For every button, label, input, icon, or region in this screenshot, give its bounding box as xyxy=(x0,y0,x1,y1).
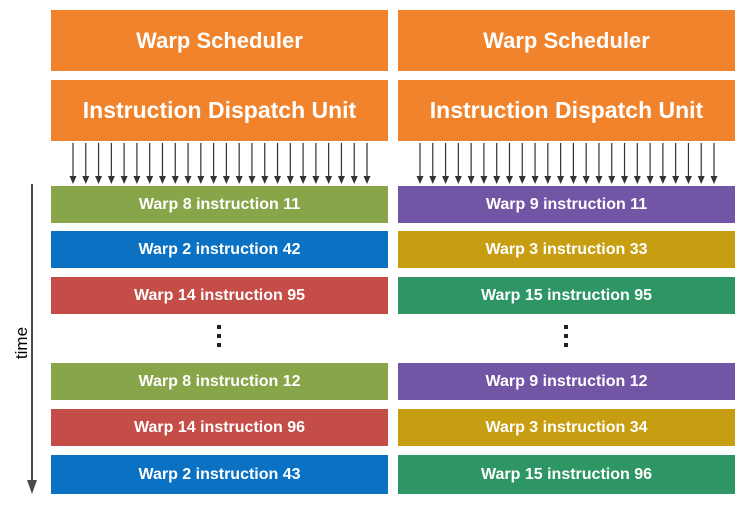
dispatch-arrow xyxy=(210,143,218,184)
dispatch-arrow xyxy=(480,143,488,184)
instruction-left-3: Warp 14 instruction 95 xyxy=(51,277,388,314)
dispatch-arrow xyxy=(120,143,128,184)
dispatch-arrow xyxy=(363,143,371,184)
time-axis-arrow xyxy=(27,184,37,494)
dispatch-arrow xyxy=(467,143,475,184)
dispatch-arrow xyxy=(518,143,526,184)
instruction-left-1: Warp 8 instruction 11 xyxy=(51,186,388,223)
dispatch-arrow xyxy=(442,143,450,184)
dispatch-arrows-right xyxy=(416,143,718,184)
warp-scheduler-right: Warp Scheduler xyxy=(398,10,735,71)
dispatch-arrow xyxy=(697,143,705,184)
instruction-left-4: Warp 8 instruction 12 xyxy=(51,363,388,400)
instruction-right-1: Warp 9 instruction 11 xyxy=(398,186,735,223)
dispatch-arrow xyxy=(416,143,424,184)
dispatch-arrow xyxy=(184,143,192,184)
warp-scheduler-left: Warp Scheduler xyxy=(51,10,388,71)
dispatch-arrow xyxy=(197,143,205,184)
dispatch-arrow xyxy=(557,143,565,184)
dispatch-arrow xyxy=(595,143,603,184)
dispatch-arrow xyxy=(107,143,115,184)
time-axis-label: time xyxy=(12,326,31,360)
dispatch-arrow xyxy=(274,143,282,184)
instruction-right-5: Warp 3 instruction 34 xyxy=(398,409,735,446)
dispatch-arrow xyxy=(133,143,141,184)
dispatch-arrow xyxy=(337,143,345,184)
instruction-dispatch-unit-right: Instruction Dispatch Unit xyxy=(398,80,735,141)
dispatch-arrows-left xyxy=(69,143,371,184)
instruction-right-3: Warp 15 instruction 95 xyxy=(398,277,735,314)
dispatch-arrow xyxy=(82,143,90,184)
dispatch-arrow xyxy=(171,143,179,184)
dispatch-arrow xyxy=(146,143,154,184)
dispatch-arrow xyxy=(248,143,256,184)
vertical-ellipsis-right xyxy=(561,325,571,352)
dispatch-arrow xyxy=(684,143,692,184)
dispatch-arrow xyxy=(633,143,641,184)
dispatch-arrow xyxy=(582,143,590,184)
instruction-right-2: Warp 3 instruction 33 xyxy=(398,231,735,268)
dispatch-arrow xyxy=(429,143,437,184)
dispatch-arrow xyxy=(235,143,243,184)
dispatch-arrow xyxy=(531,143,539,184)
dispatch-arrow xyxy=(544,143,552,184)
dispatch-arrow xyxy=(69,143,77,184)
dispatch-arrow xyxy=(621,143,629,184)
dispatch-arrow xyxy=(95,143,103,184)
instruction-left-6: Warp 2 instruction 43 xyxy=(51,455,388,494)
dispatch-arrow xyxy=(312,143,320,184)
dispatch-arrow xyxy=(505,143,513,184)
dispatch-arrow xyxy=(710,143,718,184)
dispatch-arrow xyxy=(261,143,269,184)
instruction-left-5: Warp 14 instruction 96 xyxy=(51,409,388,446)
vertical-ellipsis-left xyxy=(214,325,224,352)
dispatch-arrow xyxy=(646,143,654,184)
instruction-left-2: Warp 2 instruction 42 xyxy=(51,231,388,268)
dispatch-arrow xyxy=(608,143,616,184)
instruction-right-4: Warp 9 instruction 12 xyxy=(398,363,735,400)
dispatch-arrow xyxy=(493,143,501,184)
dispatch-arrow xyxy=(454,143,462,184)
dispatch-arrow xyxy=(569,143,577,184)
dispatch-arrow xyxy=(222,143,230,184)
dispatch-arrow xyxy=(299,143,307,184)
dispatch-arrow xyxy=(158,143,166,184)
dispatch-arrow xyxy=(672,143,680,184)
dispatch-arrow xyxy=(286,143,294,184)
instruction-dispatch-unit-left: Instruction Dispatch Unit xyxy=(51,80,388,141)
dispatch-arrow xyxy=(659,143,667,184)
dispatch-arrow xyxy=(325,143,333,184)
instruction-right-6: Warp 15 instruction 96 xyxy=(398,455,735,494)
dispatch-arrow xyxy=(350,143,358,184)
